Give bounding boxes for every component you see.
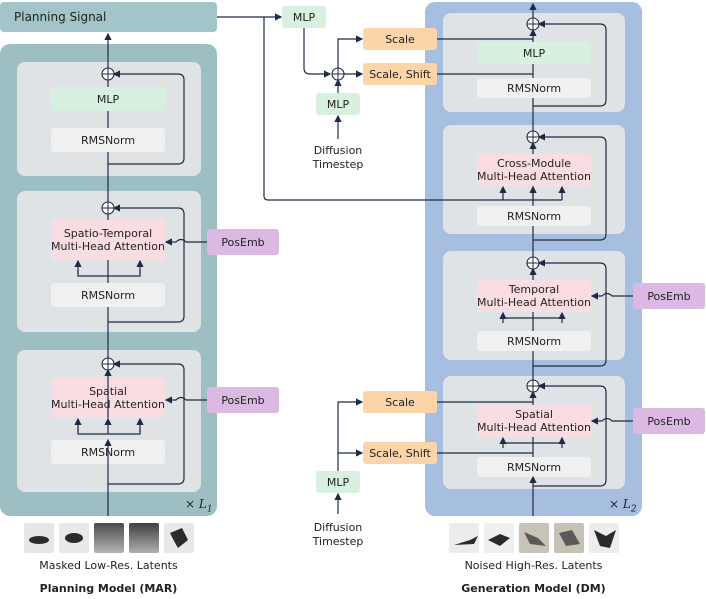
mar-title: Planning Model (MAR) [39,582,178,595]
dm-cross-attention-line1: Cross-Module [496,157,572,170]
dm-latent-thumb-3 [519,523,549,553]
mar-latent-thumb-2 [59,523,89,553]
dm-latent-thumb-4 [554,523,584,553]
dm-latent-thumb-1 [449,523,479,553]
mar-latent-thumb-4 [129,523,159,553]
dm-posemb-box-2: PosEmb [633,408,705,434]
top-timestep-mlp-box: MLP [316,93,360,115]
mar-spatial-attention-box: Spatial Multi-Head Attention [51,378,165,418]
dm-title: Generation Model (DM) [461,582,606,595]
mar-posemb-box-1: PosEmb [207,229,279,255]
dm-rmsnorm-box-4: RMSNorm [477,457,591,477]
mar-rmsnorm-box-2: RMSNorm [51,283,165,307]
mar-rmsnorm-box-3: RMSNorm [51,440,165,464]
dm-temporal-attention-box: Temporal Multi-Head Attention [477,280,591,312]
mar-latent-thumb-3 [94,523,124,553]
dm-latent-thumb-5 [589,523,619,553]
mar-repeat-label: × L1 [185,497,213,515]
dm-rmsnorm-box-3: RMSNorm [477,331,591,351]
dm-repeat-label: × L2 [609,497,637,515]
dm-posemb-box-1: PosEmb [633,283,705,309]
dm-cross-attention-line2: Multi-Head Attention [477,170,591,183]
bottom-diffusion-timestep-label: Diffusion Timestep [312,521,364,548]
mar-caption: Masked Low-Res. Latents [39,559,178,572]
mar-spatiotemporal-block [17,191,201,332]
mar-mlp-block [17,62,201,176]
dm-mlp-box: MLP [477,42,591,64]
top-diffusion-timestep-label: Diffusion Timestep [312,144,364,171]
mar-posemb-box-2: PosEmb [207,387,279,413]
dm-latent-thumb-2 [484,523,514,553]
mar-latent-thumb-5 [164,523,194,553]
signal-mlp-box: MLP [282,6,326,28]
mar-spatial-attention-line2: Multi-Head Attention [51,398,165,411]
dm-caption: Noised High-Res. Latents [464,559,603,572]
mar-spatial-block [17,350,201,492]
bottom-scale-shift-box: Scale, Shift [363,442,437,464]
dm-spatial-attention-box: Spatial Multi-Head Attention [477,405,591,437]
mar-mlp-box: MLP [51,87,165,111]
planning-signal: Planning Signal [0,2,217,32]
top-scale-shift-box: Scale, Shift [363,63,437,85]
mar-spatiotemporal-attention-box: Spatio-Temporal Multi-Head Attention [51,220,165,260]
mar-spatiotemporal-attention-line1: Spatio-Temporal [63,227,153,240]
dm-temporal-attention-line2: Multi-Head Attention [477,296,591,309]
dm-cross-attention-box: Cross-Module Multi-Head Attention [477,154,591,186]
dm-spatial-attention-line2: Multi-Head Attention [477,421,591,434]
mar-spatiotemporal-attention-line2: Multi-Head Attention [51,240,165,253]
top-scale-box: Scale [363,28,437,50]
dm-temporal-attention-line1: Temporal [508,283,560,296]
mar-rmsnorm-box-1: RMSNorm [51,128,165,152]
dm-rmsnorm-box-2: RMSNorm [477,206,591,226]
bottom-timestep-mlp-box: MLP [316,471,360,493]
dm-spatial-attention-line1: Spatial [515,408,553,421]
mar-spatial-attention-line1: Spatial [89,385,127,398]
cond-sum-node [331,67,345,81]
dm-rmsnorm-box-1: RMSNorm [477,78,591,98]
bottom-scale-box: Scale [363,391,437,413]
mar-latent-thumb-1 [24,523,54,553]
